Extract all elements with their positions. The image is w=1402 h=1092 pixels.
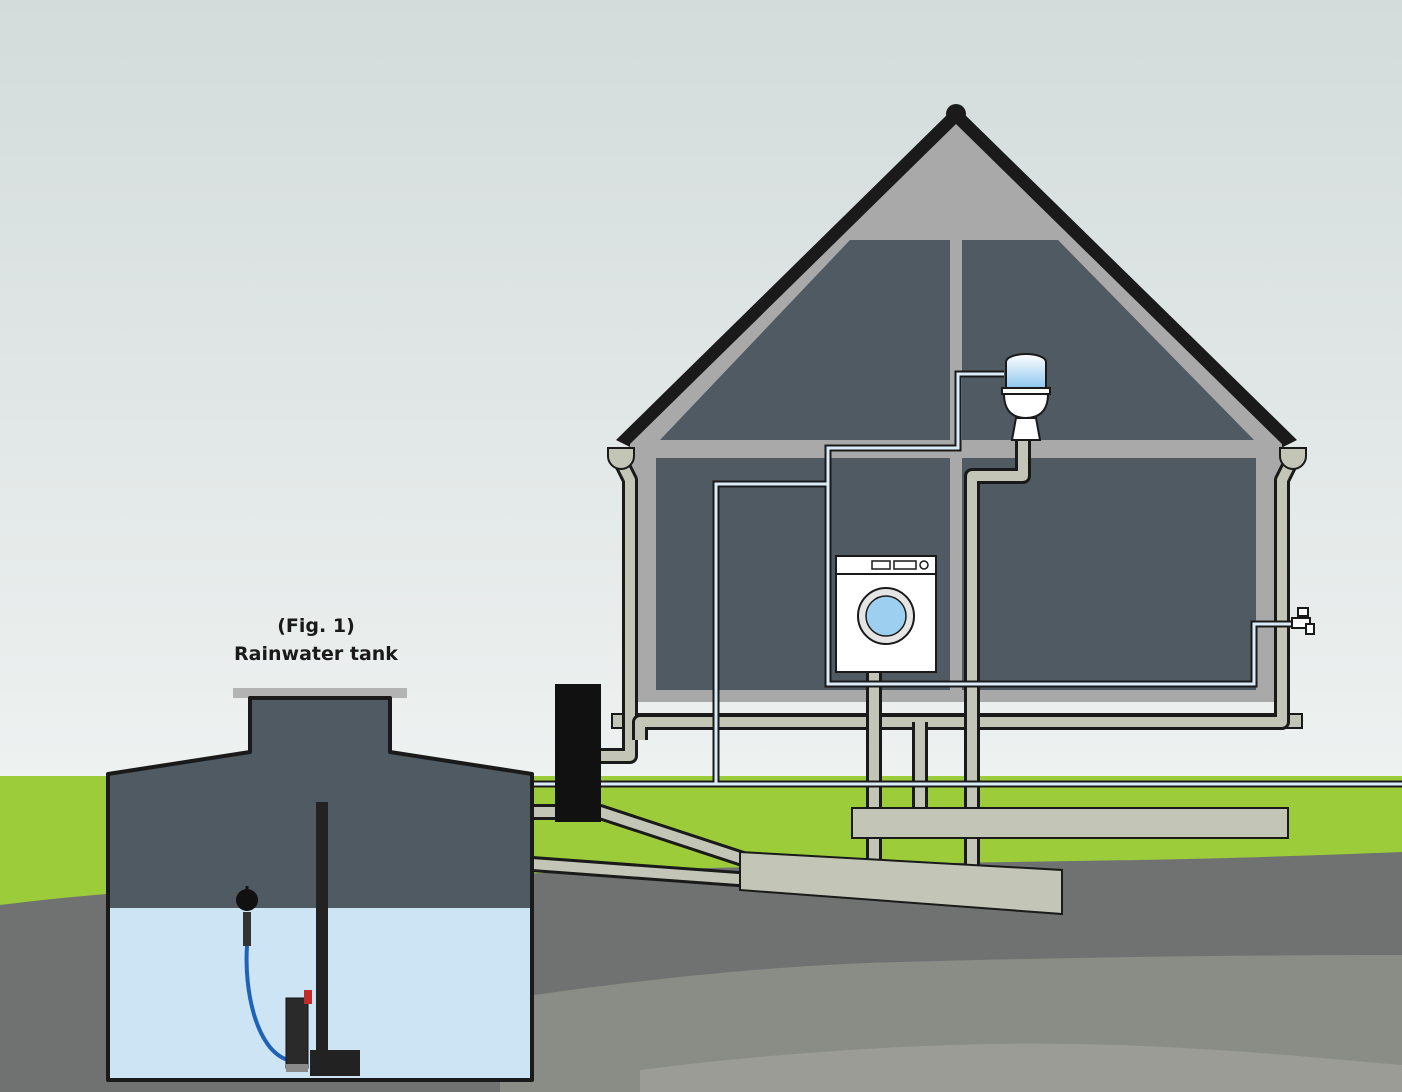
tank-lid	[233, 688, 407, 698]
gutter-left	[607, 447, 635, 470]
garden-tap	[1291, 607, 1315, 635]
sewer-main	[851, 807, 1289, 839]
gutter-right	[1279, 447, 1307, 470]
filter-block	[555, 684, 601, 822]
figure-caption: (Fig. 1) Rainwater tank	[196, 612, 436, 668]
attic-room-left	[660, 240, 950, 440]
soil-lower	[640, 1043, 1402, 1092]
sewer-connection	[739, 850, 1063, 916]
figure-number: (Fig. 1)	[277, 615, 355, 637]
figure-title: Rainwater tank	[234, 643, 398, 665]
pump-cable	[244, 945, 289, 1062]
roof-ridge-cap	[946, 104, 966, 124]
pump-base	[310, 1050, 360, 1076]
toilet	[1001, 353, 1051, 441]
submersible-pump	[285, 997, 309, 1069]
ground-floor-right	[962, 458, 1256, 690]
washing-machine	[835, 555, 937, 673]
rainwater-tank	[106, 684, 601, 1082]
float-switch	[236, 889, 258, 911]
